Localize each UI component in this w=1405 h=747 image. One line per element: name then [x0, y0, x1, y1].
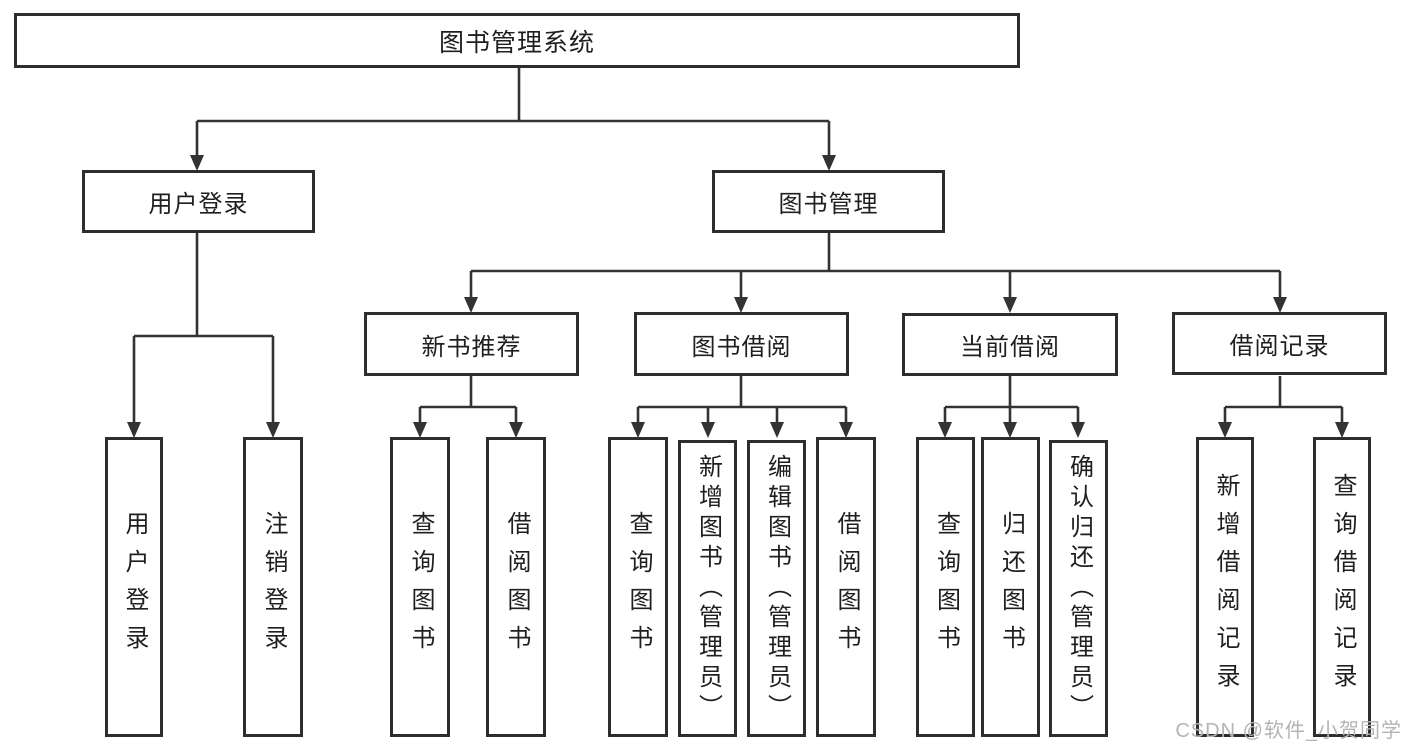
- arrow-down-icon: [1273, 297, 1287, 313]
- node-label: 查询借阅记录: [1329, 473, 1356, 701]
- leaf-borrow-books-recommend: 借阅图书: [486, 437, 546, 737]
- node-label: 借阅图书: [833, 511, 860, 663]
- arrow-down-icon: [190, 155, 204, 171]
- node-new-book-recommend: 新书推荐: [364, 312, 579, 376]
- node-label: 查询图书: [625, 511, 652, 663]
- node-user-login: 用户登录: [82, 170, 315, 233]
- arrow-down-icon: [1003, 422, 1017, 438]
- node-label: 图书管理: [778, 191, 879, 218]
- arrow-down-icon: [464, 297, 478, 313]
- leaf-add-book-admin: 新增图书（管理员）: [678, 440, 737, 737]
- leaf-query-books-recommend: 查询图书: [390, 437, 450, 737]
- arrow-down-icon: [266, 422, 280, 438]
- arrow-down-icon: [1003, 297, 1017, 313]
- arrow-down-icon: [734, 297, 748, 313]
- node-label: 图书借阅: [691, 333, 792, 361]
- arrow-down-icon: [127, 422, 141, 438]
- node-label: 用户登录: [121, 511, 148, 663]
- leaf-query-books-borrow: 查询图书: [608, 437, 668, 737]
- csdn-watermark: CSDN @软件_小贺同学: [1175, 720, 1402, 742]
- node-label: 借阅记录: [1229, 333, 1330, 360]
- node-label: 借阅图书: [503, 511, 530, 663]
- node-book-borrowing: 图书借阅: [634, 312, 849, 376]
- arrow-down-icon: [631, 422, 645, 438]
- leaf-user-login: 用户登录: [105, 437, 163, 737]
- arrow-down-icon: [822, 155, 836, 171]
- node-label: 查询图书: [932, 511, 960, 663]
- leaf-confirm-return-admin: 确认归还（管理员）: [1049, 440, 1108, 737]
- leaf-query-books-current: 查询图书: [916, 437, 975, 737]
- node-label: 用户登录: [148, 191, 249, 218]
- node-label: 新书推荐: [421, 333, 522, 361]
- arrow-down-icon: [1218, 422, 1232, 438]
- node-label: 查询图书: [407, 511, 434, 663]
- node-book-management: 图书管理: [712, 170, 945, 233]
- arrow-down-icon: [1335, 422, 1349, 438]
- arrow-down-icon: [701, 422, 715, 438]
- node-label: 注销登录: [260, 511, 287, 663]
- arrow-down-icon: [938, 422, 952, 438]
- node-label: 当前借阅: [960, 334, 1060, 361]
- arrow-down-icon: [509, 422, 523, 438]
- leaf-edit-book-admin: 编辑图书（管理员）: [747, 440, 806, 737]
- node-label: 确认归还（管理员）: [1065, 453, 1093, 724]
- arrow-down-icon: [770, 422, 784, 438]
- node-current-borrowing: 当前借阅: [902, 313, 1118, 376]
- node-borrowing-records: 借阅记录: [1172, 312, 1387, 375]
- node-system-root: 图书管理系统: [14, 13, 1020, 68]
- node-label: 归还图书: [997, 511, 1025, 663]
- node-label: 新增借阅记录: [1212, 473, 1239, 701]
- node-label: 新增图书（管理员）: [694, 453, 722, 724]
- arrow-down-icon: [839, 422, 853, 438]
- arrow-down-icon: [1071, 422, 1085, 438]
- node-label: 图书管理系统: [438, 28, 595, 57]
- leaf-return-book: 归还图书: [981, 437, 1040, 737]
- leaf-add-borrow-record: 新增借阅记录: [1196, 437, 1254, 737]
- leaf-logout: 注销登录: [243, 437, 303, 737]
- node-label: 编辑图书（管理员）: [763, 453, 791, 724]
- arrow-down-icon: [413, 422, 427, 438]
- leaf-query-borrow-record: 查询借阅记录: [1313, 437, 1371, 737]
- leaf-borrow-books: 借阅图书: [816, 437, 876, 737]
